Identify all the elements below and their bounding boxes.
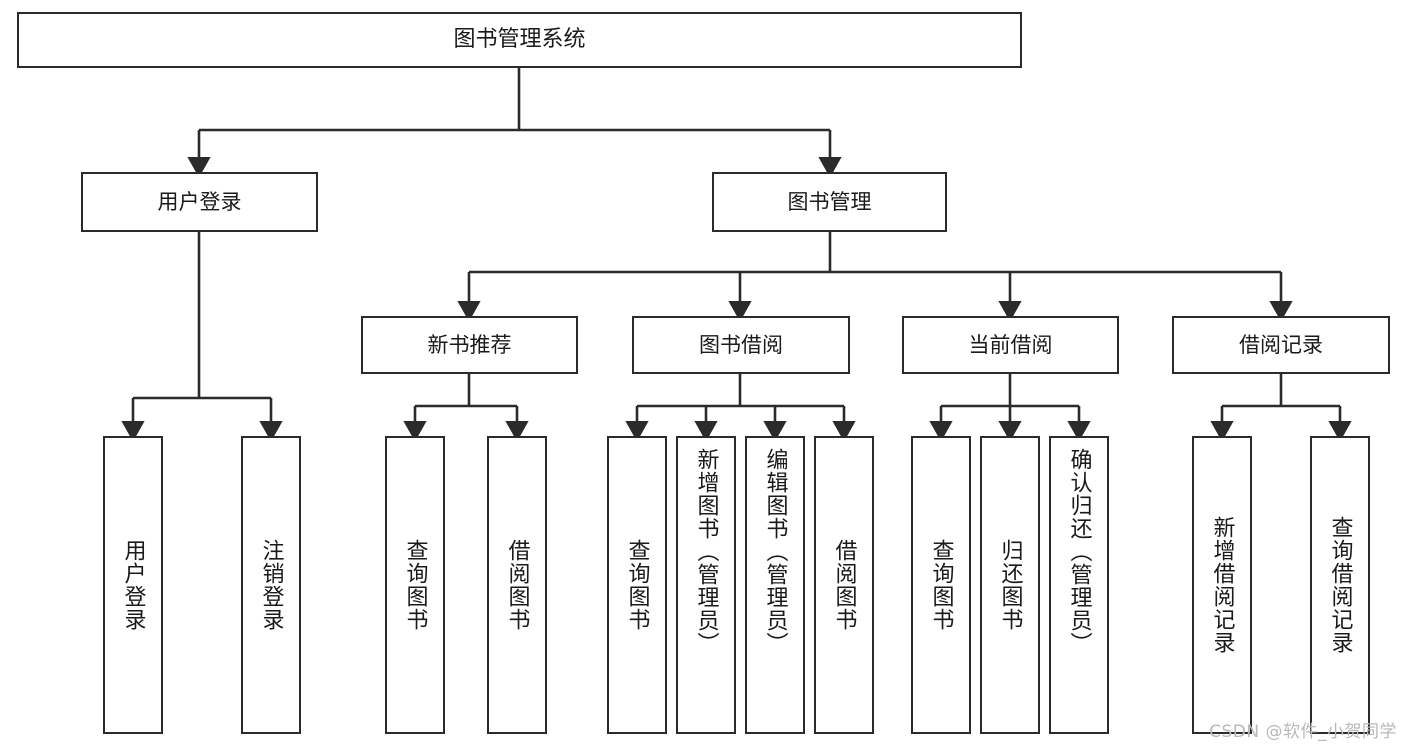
node-label: 当前借阅 [968, 332, 1053, 357]
leaf-query-borrow-record[interactable]: 查询借阅记录 [1310, 436, 1370, 734]
node-user-login[interactable]: 用户登录 [81, 172, 318, 232]
node-label: 图书管理系统 [453, 27, 586, 52]
node-label: 新增图书（管理员） [693, 448, 719, 655]
leaf-query-book-borrow[interactable]: 查询图书 [607, 436, 667, 734]
node-label: 确认归还（管理员） [1066, 448, 1092, 655]
node-label: 新增借阅记录 [1209, 516, 1235, 654]
leaf-query-book-recommend[interactable]: 查询图书 [385, 436, 445, 734]
node-label: 借阅记录 [1239, 332, 1323, 357]
leaf-confirm-return[interactable]: 确认归还（管理员） [1049, 436, 1109, 734]
node-borrow-record[interactable]: 借阅记录 [1172, 316, 1390, 374]
leaf-add-borrow-record[interactable]: 新增借阅记录 [1192, 436, 1252, 734]
node-label: 归还图书 [997, 539, 1023, 631]
node-label: 查询图书 [402, 539, 428, 631]
leaf-user-logout[interactable]: 注销登录 [241, 436, 301, 734]
leaf-add-book[interactable]: 新增图书（管理员） [676, 436, 736, 734]
leaf-edit-book[interactable]: 编辑图书（管理员） [745, 436, 805, 734]
node-book-manage[interactable]: 图书管理 [712, 172, 947, 232]
leaf-borrow-book[interactable]: 借阅图书 [814, 436, 874, 734]
leaf-user-login[interactable]: 用户登录 [103, 436, 163, 734]
node-new-book-recommend[interactable]: 新书推荐 [361, 316, 578, 374]
node-root-system[interactable]: 图书管理系统 [17, 12, 1022, 68]
node-label: 查询借阅记录 [1327, 516, 1353, 654]
leaf-return-book[interactable]: 归还图书 [980, 436, 1040, 734]
node-label: 编辑图书（管理员） [762, 448, 788, 655]
leaf-query-book-current[interactable]: 查询图书 [911, 436, 971, 734]
node-label: 图书借阅 [699, 332, 783, 357]
node-label: 用户登录 [157, 189, 242, 214]
node-label: 查询图书 [928, 539, 954, 631]
node-book-borrow[interactable]: 图书借阅 [632, 316, 850, 374]
node-label: 注销登录 [258, 539, 284, 631]
node-label: 借阅图书 [831, 539, 857, 631]
node-label: 新书推荐 [427, 332, 512, 357]
node-label: 用户登录 [120, 539, 146, 631]
node-label: 查询图书 [624, 539, 650, 631]
node-current-borrow[interactable]: 当前借阅 [902, 316, 1119, 374]
leaf-borrow-book-recommend[interactable]: 借阅图书 [487, 436, 547, 734]
node-label: 借阅图书 [504, 539, 530, 631]
node-label: 图书管理 [787, 189, 872, 214]
